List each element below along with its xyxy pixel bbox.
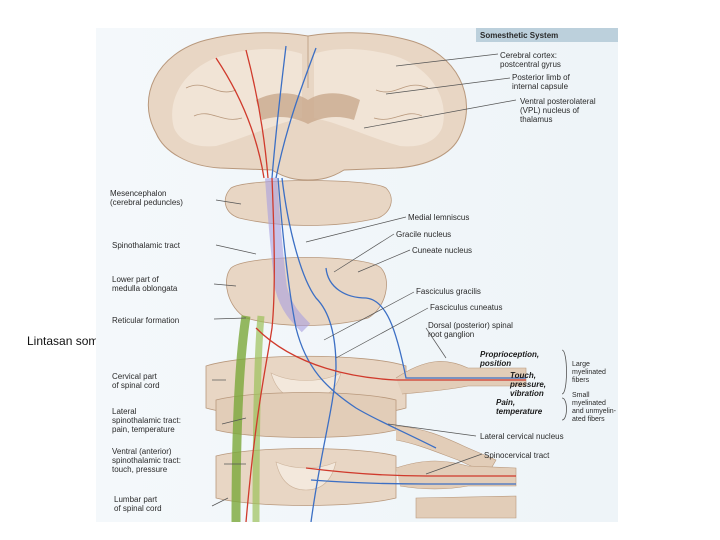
- label-vpl-3: thalamus: [520, 115, 552, 124]
- label-cortex-1: Cerebral cortex:: [500, 51, 557, 60]
- label-cervical-1: Cervical part: [112, 372, 158, 381]
- label-pain-2: temperature: [496, 407, 543, 416]
- label-cortex-2: postcentral gyrus: [500, 60, 561, 69]
- green-tract-left: [231, 315, 251, 522]
- fiber-tracts: [215, 45, 526, 522]
- label-capsule-1: Posterior limb of: [512, 73, 571, 82]
- label-ventral-st-3: touch, pressure: [112, 465, 168, 474]
- label-pain-1: Pain,: [496, 398, 515, 407]
- label-vpl-2: (VPL) nucleus of: [520, 106, 580, 115]
- label-proprio-1: Proprioception,: [480, 350, 539, 359]
- label-small-3: and unmyelin-: [572, 408, 617, 415]
- label-small-4: ated fibers: [572, 416, 605, 423]
- heading-bar: [476, 28, 618, 42]
- label-spinocervical: Spinocervical tract: [484, 451, 550, 460]
- label-proprio-2: position: [479, 359, 511, 368]
- label-large-2: myelinated: [572, 369, 606, 376]
- label-gracile-nucleus: Gracile nucleus: [396, 230, 451, 239]
- pathway-diagram: Somesthetic System: [96, 28, 618, 522]
- label-fasciculus-gracilis: Fasciculus gracilis: [416, 287, 481, 296]
- label-cervical-2: of spinal cord: [112, 381, 160, 390]
- label-small-1: Small: [572, 392, 590, 399]
- label-capsule-2: internal capsule: [512, 82, 569, 91]
- leader-lines: [211, 53, 517, 507]
- somatosensory-pathway-figure: Somesthetic System: [96, 28, 618, 522]
- label-medial-lemniscus: Medial lemniscus: [408, 213, 469, 222]
- medulla: [226, 257, 387, 326]
- label-lateral-st-3: pain, temperature: [112, 425, 175, 434]
- label-spinothalamic: Spinothalamic tract: [112, 241, 181, 250]
- label-touch-2: pressure,: [509, 380, 546, 389]
- bracket-small-fibers: [561, 397, 567, 421]
- label-small-2: myelinated: [572, 400, 606, 407]
- mesencephalon: [224, 180, 392, 226]
- bracket-large-fibers: [561, 349, 567, 395]
- label-drg-1: Dorsal (posterior) spinal: [428, 321, 513, 330]
- label-mesen-2: (cerebral peduncles): [110, 198, 183, 207]
- label-large-3: fibers: [572, 377, 590, 384]
- figure-heading: Somesthetic System: [480, 31, 558, 40]
- label-mesen-1: Mesencephalon: [110, 189, 166, 198]
- label-large-1: Large: [572, 361, 590, 368]
- label-vpl-1: Ventral posterolateral: [520, 97, 596, 106]
- lumbar-cord-slice: [215, 448, 397, 506]
- label-lateral-st-1: Lateral: [112, 407, 137, 416]
- label-lumbar-2: of spinal cord: [114, 504, 162, 513]
- label-reticular: Reticular formation: [112, 316, 179, 325]
- label-lumbar-1: Lumbar part: [114, 495, 158, 504]
- label-ventral-st-1: Ventral (anterior): [112, 447, 172, 456]
- label-medulla-1: Lower part of: [112, 275, 159, 284]
- label-cuneate-nucleus: Cuneate nucleus: [412, 246, 472, 255]
- label-lateral-st-2: spinothalamic tract:: [112, 416, 181, 425]
- label-ventral-st-2: spinothalamic tract:: [112, 456, 181, 465]
- brain-section: [147, 32, 467, 181]
- label-medulla-2: medulla oblongata: [112, 284, 178, 293]
- label-fasciculus-cuneatus: Fasciculus cuneatus: [430, 303, 502, 312]
- label-lateral-cervical-nucleus: Lateral cervical nucleus: [480, 432, 564, 441]
- label-drg-2: root ganglion: [428, 330, 474, 339]
- green-tract-right: [252, 315, 265, 522]
- label-touch-1: Touch,: [510, 371, 536, 380]
- label-touch-3: vibration: [510, 389, 544, 398]
